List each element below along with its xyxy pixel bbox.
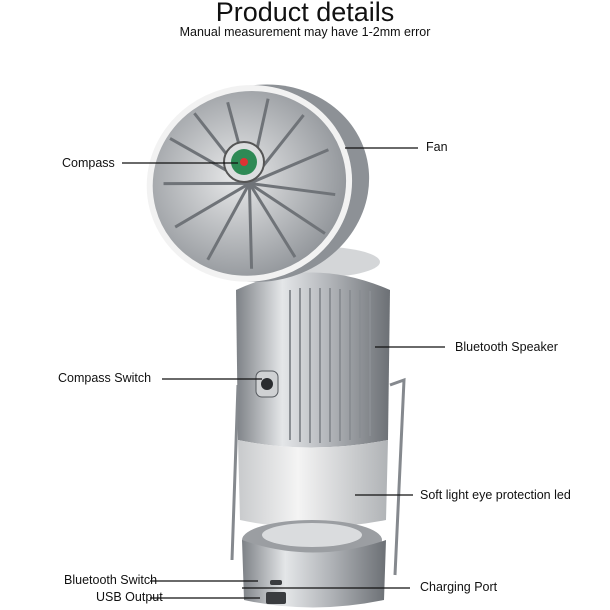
base [242, 540, 386, 608]
leader-lines [122, 147, 445, 599]
callout-bluetooth-speaker: Bluetooth Speaker [455, 340, 558, 354]
compass-dial [223, 141, 265, 183]
callout-compass-switch: Compass Switch [58, 371, 152, 385]
fan-head [146, 84, 370, 282]
callout-compass: Compass [62, 156, 115, 170]
callout-usb-output: USB Output [96, 590, 163, 604]
usb-port [266, 592, 286, 604]
callout-bluetooth-switch: Bluetooth Switch [64, 573, 158, 587]
callout-charging-port: Charging Port [420, 580, 498, 594]
callout-soft-light: Soft light eye protection led [420, 488, 571, 502]
callout-fan: Fan [426, 140, 448, 154]
page-subtitle: Manual measurement may have 1-2mm error [179, 25, 431, 39]
led-lamp-section [238, 440, 388, 560]
page-title: Product details [215, 0, 395, 27]
charging-port [270, 580, 282, 585]
compass-switch-button [255, 370, 279, 398]
handle-wire [230, 377, 406, 576]
